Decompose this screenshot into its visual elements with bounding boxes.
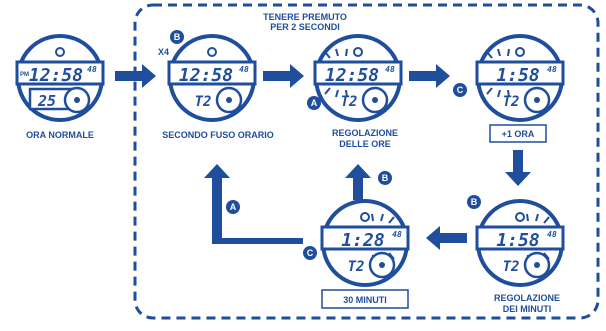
analog-dial-center — [372, 97, 378, 103]
watch-second-time-zone: 12:58 48 T2 B X4 SECONDO FUSO ORARIO — [158, 30, 274, 140]
blink-rays — [486, 48, 510, 98]
display-zone: T2 — [503, 94, 520, 110]
display-time: 1:28 — [341, 230, 384, 251]
instruction-line-2: PER 2 SECONDI — [270, 22, 340, 32]
button-b-letter: B — [471, 197, 478, 207]
watch-top-display — [15, 60, 105, 86]
display-seconds: 48 — [547, 65, 557, 74]
arrow-right — [115, 64, 156, 88]
button-c-badge — [453, 83, 467, 97]
display-time: 12:58 — [325, 65, 379, 86]
display-prefix: PM — [20, 72, 29, 78]
button-b-badge — [467, 195, 481, 209]
analog-dial-center — [534, 97, 540, 103]
display-zone: T2 — [195, 94, 212, 110]
button-a-letter: A — [311, 98, 318, 108]
button-b-letter: B — [174, 32, 181, 42]
watch-light-icon — [515, 47, 525, 57]
display-zone: T2 — [503, 259, 520, 275]
watch-light-icon — [360, 212, 370, 222]
display-seconds: 48 — [87, 65, 97, 74]
display-seconds: 48 — [547, 230, 557, 239]
watch-normal-time: PM 12:58 48 25 ORA NORMALE — [15, 34, 105, 140]
watch-top-display — [167, 60, 257, 86]
dashed-frame — [133, 3, 600, 320]
step-label: SECONDO FUSO ORARIO — [162, 130, 274, 140]
step-label-line-2: DELLE ORE — [339, 139, 391, 149]
watch-top-display — [320, 225, 410, 251]
step-label: ORA NORMALE — [26, 130, 94, 140]
arrow-right — [263, 64, 304, 88]
analog-dial-center — [534, 262, 540, 268]
button-b-letter: B — [382, 173, 389, 183]
display-time: 12:58 — [179, 65, 233, 86]
analog-dial-center — [74, 97, 80, 103]
watch-top-display — [475, 60, 565, 86]
display-zone: T2 — [341, 94, 358, 110]
return-arrow — [204, 164, 303, 244]
button-c-letter: C — [307, 248, 314, 258]
display-seconds: 48 — [239, 65, 249, 74]
button-c-letter: C — [457, 85, 464, 95]
display-date: 25 — [37, 92, 56, 110]
watch-light-icon — [353, 47, 363, 57]
watch-light-icon — [515, 212, 525, 222]
button-a-badge — [226, 200, 240, 214]
display-time: 12:58 — [29, 65, 83, 86]
step-label: +1 ORA — [502, 129, 535, 139]
display-zone: T2 — [348, 259, 365, 275]
display-time: 1:58 — [496, 230, 539, 251]
button-a-letter: A — [230, 202, 237, 212]
step-label-line-1: REGOLAZIONE — [494, 293, 560, 303]
arrow-left — [426, 226, 467, 250]
watch-light-icon — [55, 47, 65, 57]
watch-thirty-minutes: 1:28 48 T2 C 30 MINUTI — [303, 199, 410, 309]
arrow-right — [409, 64, 450, 88]
instruction-line-1: TENERE PREMUTO — [263, 12, 347, 22]
watch-top-display — [313, 60, 403, 86]
button-a-badge — [307, 96, 321, 110]
button-b-badge — [378, 171, 392, 185]
button-c-badge — [303, 246, 317, 260]
press-count: X4 — [158, 47, 169, 57]
display-seconds: 48 — [385, 65, 395, 74]
display-time: 1:58 — [496, 65, 539, 86]
arrow-up — [345, 164, 371, 200]
watch-top-display — [475, 225, 565, 251]
display-seconds: 48 — [392, 230, 402, 239]
analog-dial-center — [226, 97, 232, 103]
step-label: 30 MINUTI — [343, 295, 387, 305]
watch-minute-setting: 1:58 48 T2 B REGOLAZIONE DEI MINUTI — [467, 195, 565, 314]
blink-rays — [324, 48, 348, 98]
step-label-box — [489, 124, 547, 143]
button-b-badge — [170, 30, 184, 44]
analog-dial-center — [379, 262, 385, 268]
watch-light-icon — [207, 47, 217, 57]
arrow-down — [505, 150, 531, 186]
step-label-line-2: DEI MINUTI — [503, 304, 552, 314]
watch-plus-one-hour: 1:58 48 T2 +1 ORA — [475, 34, 565, 143]
watch-hour-setting: 12:58 48 T2 A REGOLAZIONE DELLE ORE — [307, 34, 403, 149]
step-label-line-1: REGOLAZIONE — [332, 128, 398, 138]
step-label-box — [321, 289, 409, 309]
